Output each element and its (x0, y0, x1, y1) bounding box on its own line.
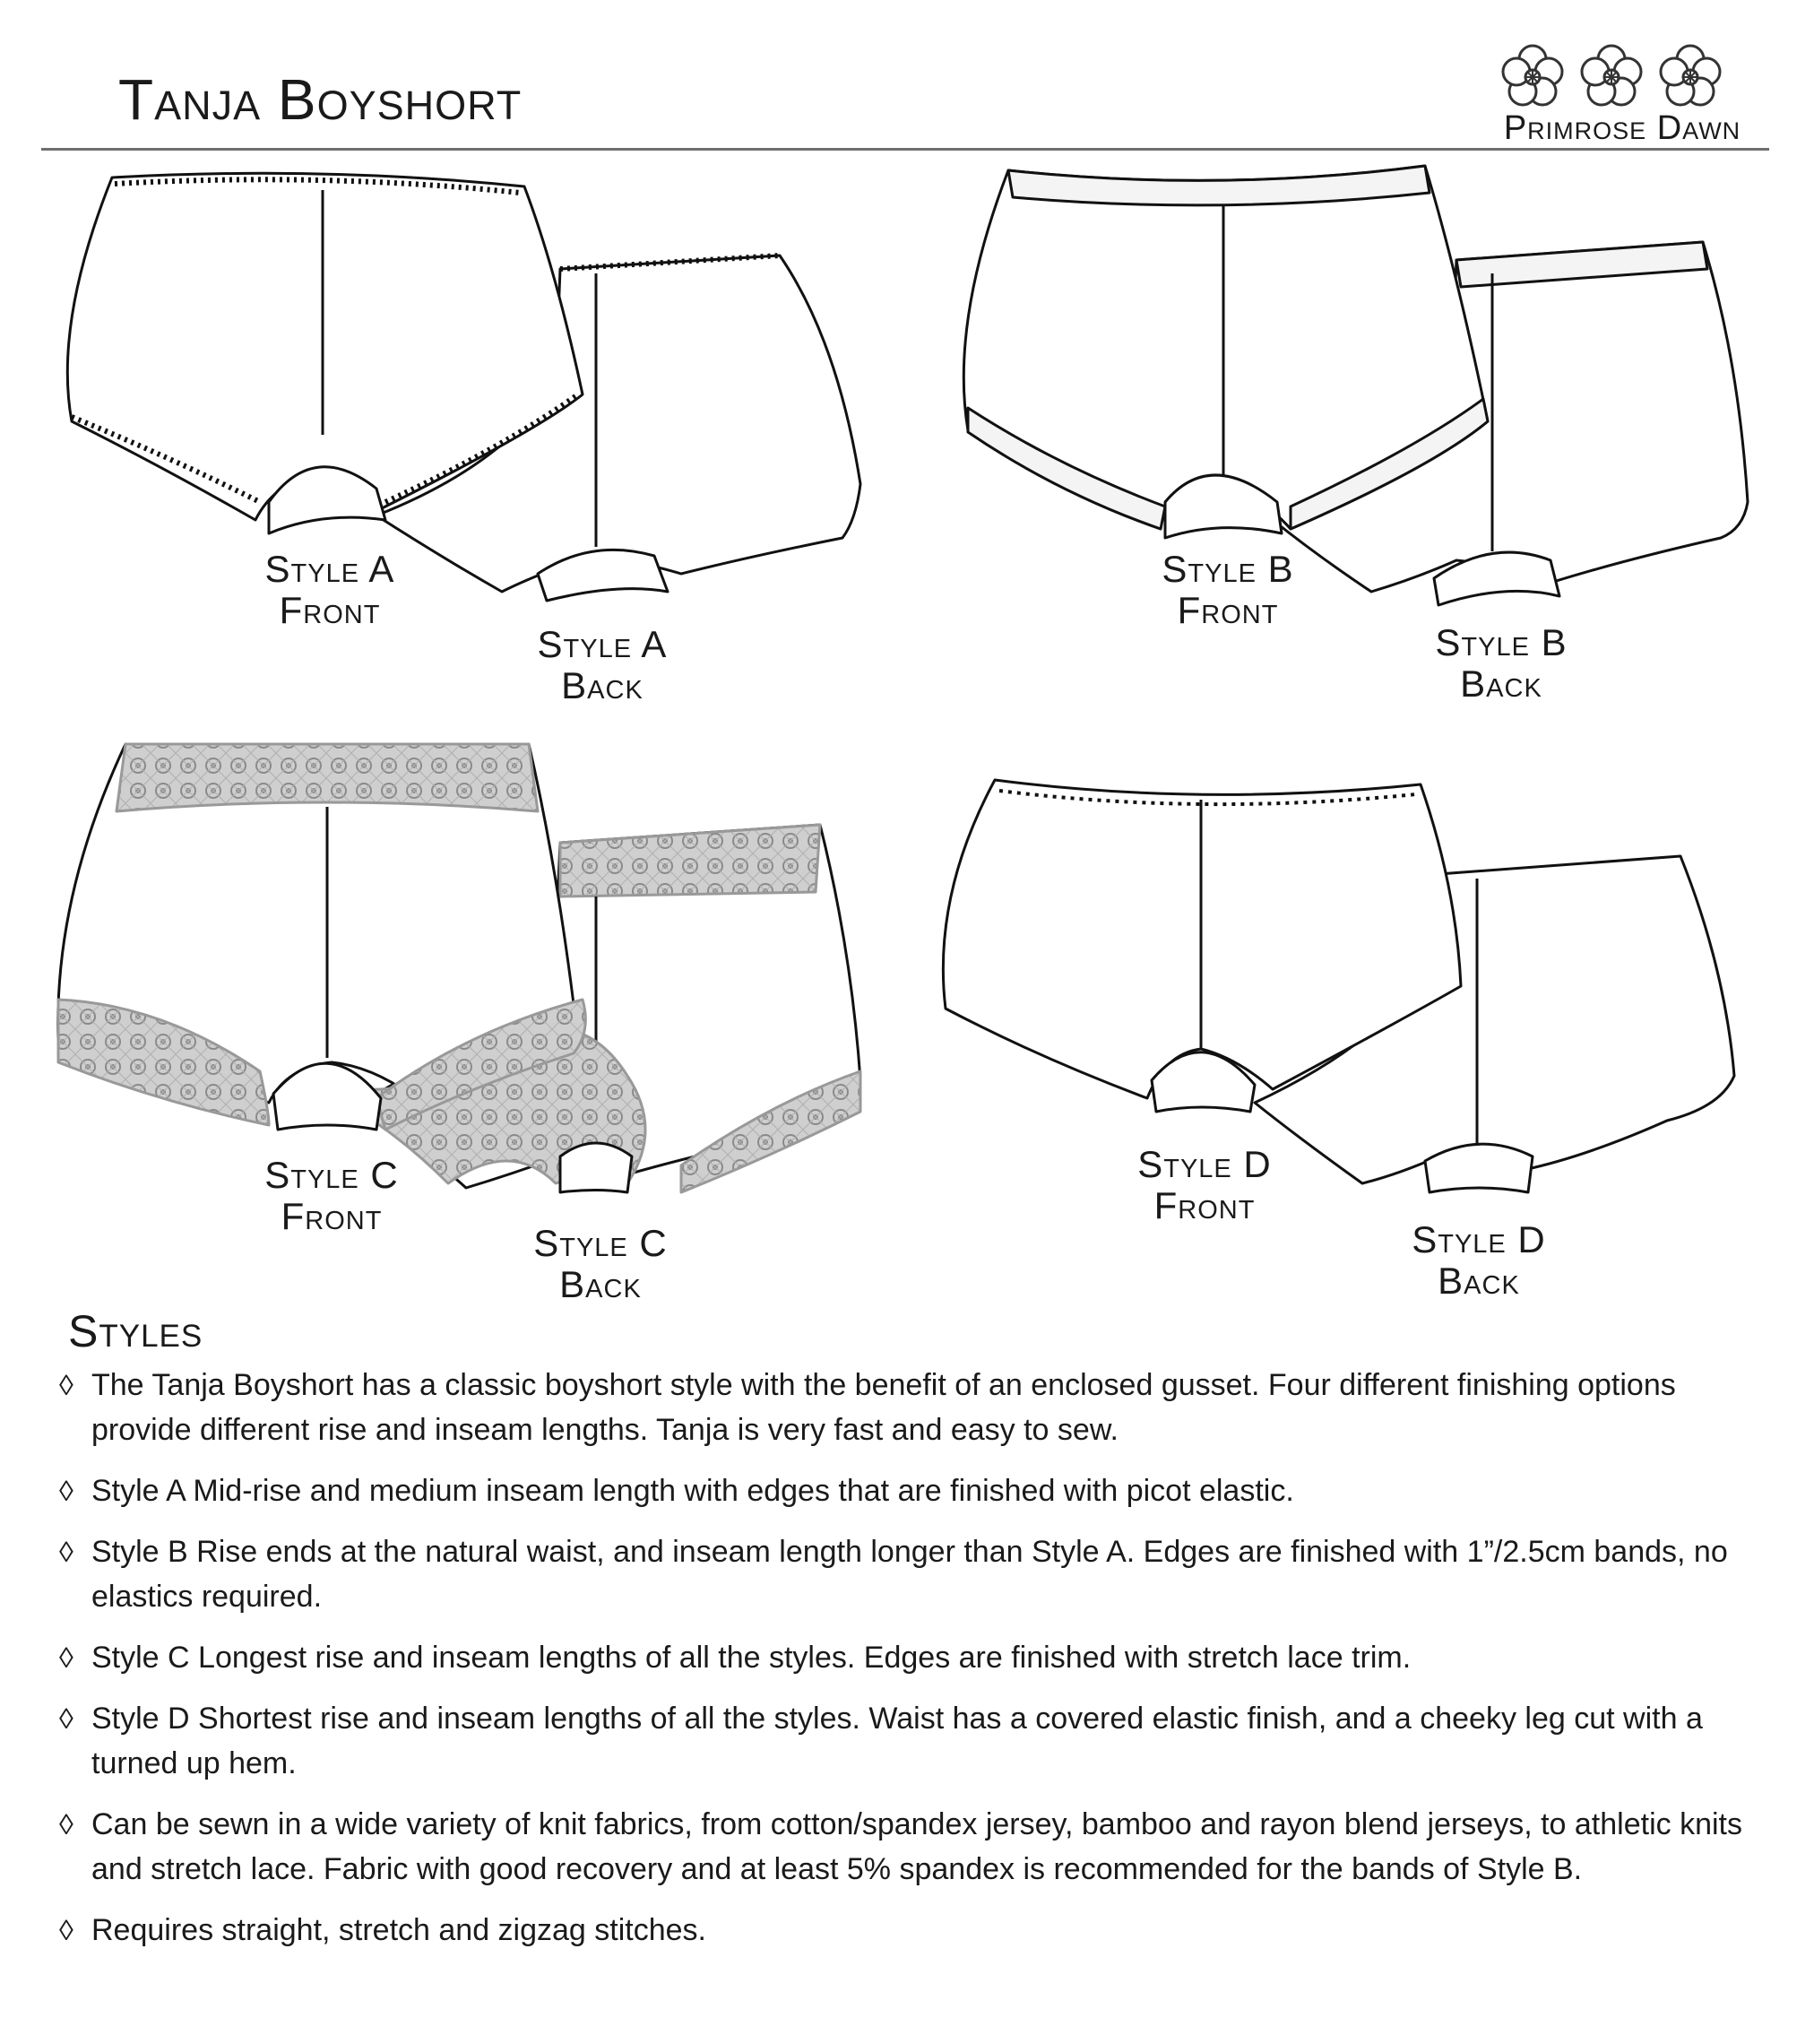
style-b-front-drawing (962, 164, 1490, 540)
diamond-bullet-icon: ◊ (59, 1914, 73, 1946)
diamond-bullet-icon: ◊ (59, 1536, 73, 1568)
list-item: ◊Style D Shortest rise and inseam length… (59, 1696, 1780, 1786)
list-item: ◊Style A Mid-rise and medium inseam leng… (59, 1468, 1780, 1513)
style-d-back-label: Style D Back (1412, 1218, 1546, 1302)
list-item: ◊Requires straight, stretch and zigzag s… (59, 1908, 1780, 1953)
style-a-front-drawing (65, 171, 584, 535)
header-divider (41, 148, 1769, 151)
list-item: ◊The Tanja Boyshort has a classic boysho… (59, 1363, 1780, 1452)
styles-heading: Styles (68, 1306, 203, 1356)
page-title: Tanja Boyshort (118, 67, 523, 132)
brand-name: Primrose Dawn (1503, 109, 1741, 147)
list-item: ◊Can be sewn in a wide variety of knit f… (59, 1802, 1780, 1892)
style-d-front-label: Style D Front (1137, 1143, 1272, 1226)
diamond-bullet-icon: ◊ (59, 1641, 73, 1674)
style-d-back-drawing (1253, 854, 1736, 1194)
style-a-front-label: Style A Front (264, 548, 395, 631)
garment-drawings (56, 164, 1749, 1194)
style-b-back-drawing (1271, 240, 1749, 607)
diamond-bullet-icon: ◊ (59, 1369, 73, 1401)
diamond-bullet-icon: ◊ (59, 1808, 73, 1840)
diamond-bullet-icon: ◊ (59, 1702, 73, 1735)
diamond-bullet-icon: ◊ (59, 1475, 73, 1507)
styles-list: ◊The Tanja Boyshort has a classic boysho… (59, 1363, 1780, 1969)
style-b-front-label: Style B Front (1162, 548, 1294, 631)
style-a-back-drawing (375, 253, 862, 602)
style-b-back-label: Style B Back (1435, 621, 1568, 705)
flower-logo-icon (1501, 44, 1722, 107)
style-a-back-label: Style A Back (537, 623, 668, 706)
brand-logo: Primrose Dawn (1488, 43, 1757, 151)
style-c-front-drawing (56, 742, 587, 1131)
style-c-back-drawing (357, 823, 862, 1194)
style-d-front-drawing (941, 778, 1463, 1113)
list-item: ◊Style C Longest rise and inseam lengths… (59, 1635, 1780, 1680)
style-c-back-label: Style C Back (533, 1222, 668, 1305)
style-c-front-label: Style C Front (264, 1154, 399, 1237)
list-item: ◊Style B Rise ends at the natural waist,… (59, 1529, 1780, 1619)
